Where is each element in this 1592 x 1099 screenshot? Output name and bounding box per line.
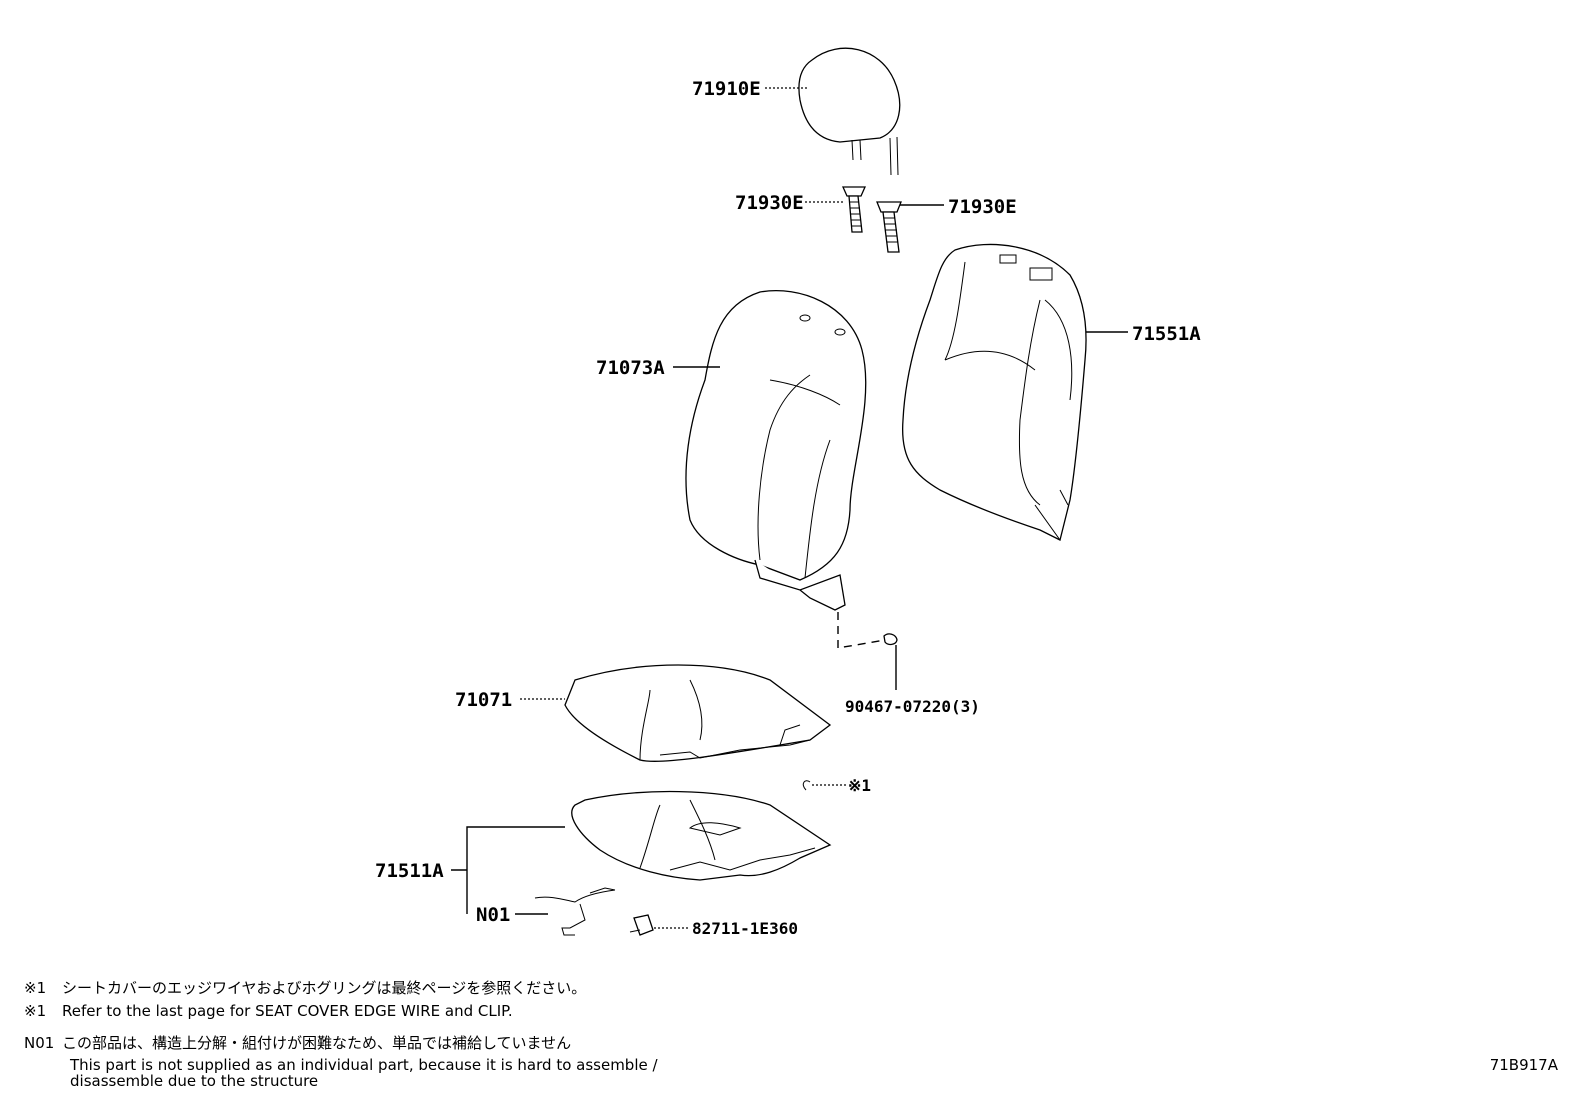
screw-label: 90467-07220(3) [845,697,980,716]
note-1-en-text: Refer to the last page for SEAT COVER ED… [62,1002,513,1020]
seatback-cover-drawing [685,290,867,611]
seatback-pad-drawing [901,243,1087,541]
seatback-pad-label: 71551A [1132,323,1201,345]
note-2-en-line-2: disassemble due to the structure [70,1072,319,1090]
note-2-mark: N01 [24,1034,55,1052]
note-1-mark: ※1 [24,979,47,997]
cushion-cover-label: 71071 [455,689,512,711]
note-2-jp-text: この部品は、構造上分解・組付けが困難なため、単品では補給していません [62,1034,572,1052]
headrest-support-left-label: 71930E [735,192,804,214]
cushion-pad-label: 71511A [375,860,444,882]
note-1-jp-text: シートカバーのエッジワイヤおよびホグリングは最終ページを参照ください。 [62,979,587,997]
headrest-support-right-drawing [876,201,902,253]
edge-wire-drawing [802,780,811,791]
document-code: 71B917A [1489,1056,1558,1074]
note-1-mark-en: ※1 [24,1002,47,1020]
screw-drawing [883,633,898,646]
headrest-drawing [798,47,901,176]
edge-wire-label: ※1 [848,776,871,795]
headrest-support-right-label: 71930E [948,196,1017,218]
screw-dashed-line [837,612,886,649]
note-2-jp: N01 この部品は、構造上分解・組付けが困難なため、単品では補給していません [24,1034,571,1052]
note-1-jp: ※1 シートカバーのエッジワイヤおよびホグリングは最終ページを参照ください。 [24,979,586,997]
cushion-pad-drawing [571,790,832,881]
n01-drawing [534,887,616,936]
headrest-label: 71910E [692,78,761,100]
wire-clip-label: 82711-1E360 [692,919,798,938]
seatback-cover-label: 71073A [596,357,665,379]
note-2-en-line-1: This part is not supplied as an individu… [70,1056,658,1074]
cushion-pad-bracket [451,826,565,914]
note-1-en: ※1 Refer to the last page for SEAT COVER … [24,1002,513,1020]
wire-clip-drawing [629,914,654,936]
cushion-cover-drawing [564,664,832,762]
headrest-support-left-drawing [841,186,867,233]
n01-label: N01 [476,904,510,926]
